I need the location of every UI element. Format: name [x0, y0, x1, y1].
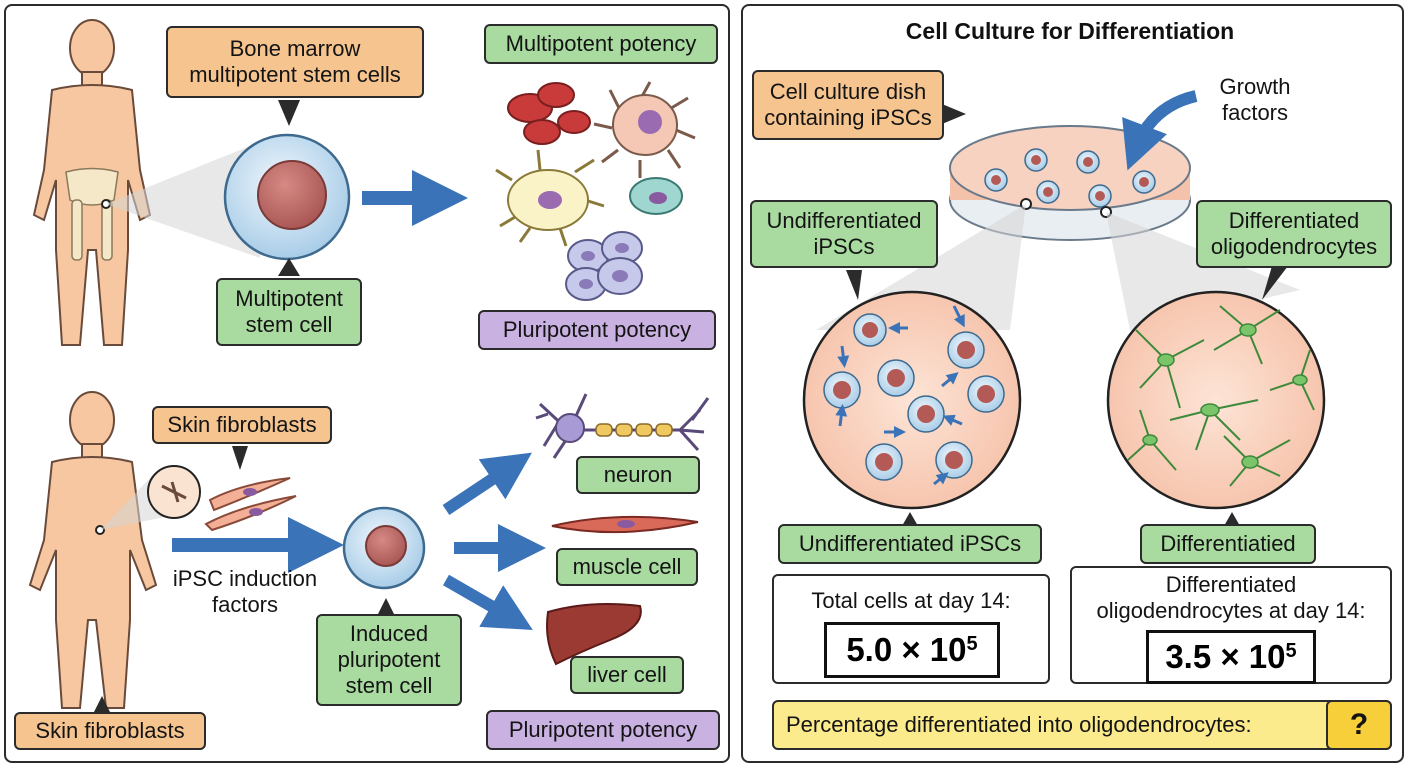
neuron-label: neuron	[576, 456, 700, 494]
differentiated-label: Differentiatied	[1140, 524, 1316, 564]
cell-cluster	[565, 231, 643, 301]
multipotent-stem-cell-label: Multipotent stem cell	[216, 278, 362, 346]
callout-tails	[94, 100, 1288, 712]
percentage-answer-box: ?	[1326, 700, 1392, 750]
undifferentiated-ipscs-label: Undifferentiated iPSCs	[778, 524, 1042, 564]
induced-stem-cell-nucleus	[365, 525, 407, 567]
growth-factors-text: Growth factors	[1219, 74, 1291, 125]
total-cells-mantissa: 5.0 × 10	[846, 631, 967, 668]
dendritic-cell	[593, 81, 696, 178]
liver-cell-label: liver cell	[570, 656, 684, 694]
liver-organ	[546, 603, 642, 666]
arrow-to-neuron	[442, 452, 532, 515]
stem-cell-nucleus	[257, 160, 327, 230]
growth-factor-arrow	[1122, 90, 1198, 171]
fibroblast-small	[161, 481, 187, 503]
oligodendrocytes-exponent: 5	[1285, 639, 1297, 662]
differentiated-magnified	[1106, 290, 1326, 510]
arrow-to-liver	[443, 574, 533, 630]
red-blood-cells	[507, 82, 591, 145]
culture-dish-label: Cell culture dish containing iPSCs	[752, 70, 944, 140]
zoom-wedge-top	[106, 142, 260, 258]
pluripotent-potency-label-top: Pluripotent potency	[478, 310, 716, 350]
neuron-cell	[535, 393, 710, 459]
undifferentiated-ipscs-callout: Undifferentiated iPSCs	[750, 200, 938, 268]
induced-pluripotent-stem-cell-label: Induced pluripotent stem cell	[316, 614, 462, 706]
right-panel-title: Cell Culture for Differentiation	[905, 18, 1235, 44]
human-body-top	[32, 19, 152, 346]
skin-fibroblasts-label-top: Skin fibroblasts	[152, 406, 332, 444]
fibroblast-cells	[204, 477, 297, 532]
differentiated-oligodendrocytes-callout: Differentiated oligodendrocytes	[1196, 200, 1392, 268]
teal-cell	[629, 177, 683, 215]
ipsc-induction-factors-text: iPSC induction factors	[172, 566, 318, 617]
total-cells-label: Total cells at day 14:	[811, 588, 1011, 613]
pelvis-bones	[65, 167, 119, 261]
macrophage-cell	[495, 149, 605, 247]
percentage-label: Percentage differentiated into oligodend…	[786, 712, 1252, 737]
oligodendrocytes-mantissa: 3.5 × 10	[1165, 638, 1286, 675]
pluripotent-potency-label-bottom: Pluripotent potency	[486, 710, 720, 750]
petri-dish	[949, 125, 1191, 241]
oligodendrocytes-count-label: Differentiated oligodendrocytes at day 1…	[1096, 572, 1366, 623]
skin-fibroblasts-label-bottom: Skin fibroblasts	[14, 712, 206, 750]
muscle-cell	[551, 515, 699, 534]
percentage-box: Percentage differentiated into oligodend…	[772, 700, 1392, 750]
bone-marrow-label: Bone marrow multipotent stem cells	[166, 26, 424, 98]
total-cells-exponent: 5	[966, 632, 978, 655]
muscle-cell-label: muscle cell	[556, 548, 698, 586]
undifferentiated-magnified	[802, 290, 1022, 510]
human-body-bottom	[28, 391, 158, 709]
multipotent-potency-label: Multipotent potency	[484, 24, 718, 64]
